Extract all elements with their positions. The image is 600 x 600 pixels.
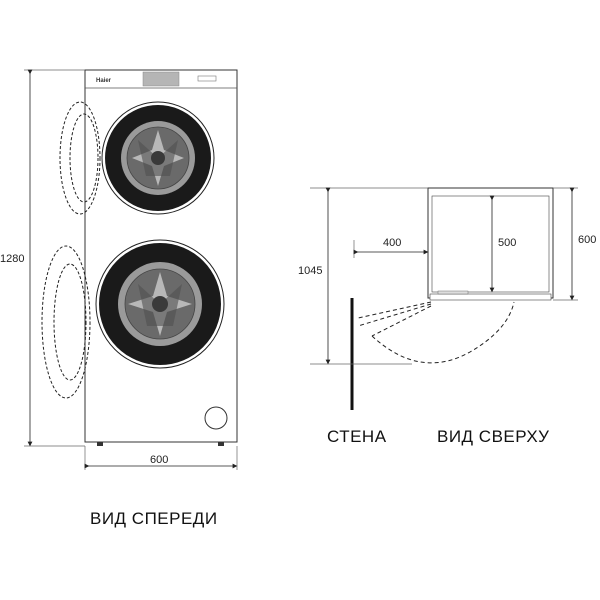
- door-clearance-label: 400: [383, 237, 401, 249]
- upper-door-open: [59, 101, 101, 215]
- brand-logo: Haier: [96, 78, 112, 84]
- width-dimension: 600: [84, 446, 238, 470]
- door-clearance-dimension: 400: [353, 237, 429, 258]
- control-button: [197, 75, 217, 82]
- door-swing: [357, 301, 515, 364]
- machine-top: [427, 187, 554, 299]
- side-depth-dimension: 600: [553, 187, 596, 301]
- front-view-caption: ВИД СПЕРЕДИ: [90, 509, 218, 528]
- body-depth-label: 500: [498, 237, 516, 249]
- width-label: 600: [150, 454, 168, 466]
- top-view-caption: ВИД СВЕРХУ: [437, 427, 549, 446]
- lower-drum: [95, 239, 225, 369]
- height-label: 1280: [0, 253, 24, 265]
- lower-door-open: [41, 245, 91, 399]
- side-depth-label: 600: [578, 234, 596, 246]
- wall-caption: СТЕНА: [327, 427, 387, 446]
- foot-left: [97, 442, 103, 446]
- filter-cap: [204, 406, 228, 430]
- front-panel-edge: [429, 293, 552, 301]
- height-dimension: 1280: [0, 69, 85, 447]
- depth-total-label: 1045: [298, 265, 322, 277]
- foot-right: [218, 442, 224, 446]
- body-depth-dimension: 500: [489, 195, 516, 293]
- upper-drum: [101, 101, 215, 215]
- front-view: Haier: [0, 69, 238, 528]
- front-panel-detail: [437, 290, 469, 295]
- top-view: СТЕНА 1045 400 500: [298, 187, 596, 446]
- display-panel: [142, 71, 180, 87]
- depth-total-dimension: 1045: [298, 187, 428, 365]
